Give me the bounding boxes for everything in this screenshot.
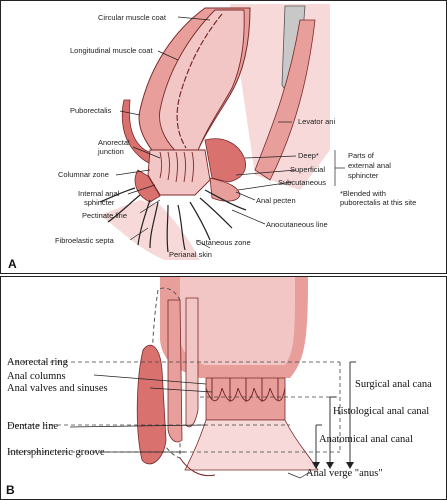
label-longitudinal-muscle-coat: Longitudinal muscle coat bbox=[70, 46, 153, 55]
label-internal-anal-1: Internal anal bbox=[78, 189, 120, 198]
rectum-wall-inner bbox=[159, 9, 245, 159]
label-anorectal-2: junction bbox=[97, 147, 124, 156]
panel-a-letter: A bbox=[8, 257, 17, 271]
panel-a: Circular muscle coat Longitudinal muscle… bbox=[0, 0, 447, 274]
label-pectinate-line: Pectinate line bbox=[82, 211, 127, 220]
label-deep: Deep* bbox=[298, 151, 319, 160]
panel-b-letter: B bbox=[6, 483, 15, 497]
anal-columns-b bbox=[205, 378, 286, 402]
levator-ani-shape bbox=[254, 19, 316, 181]
label-internal-anal-2: sphincter bbox=[84, 198, 115, 207]
label-histological-anal-canal: Histological anal canal bbox=[333, 406, 429, 417]
label-anal-valves: Anal valves and sinuses bbox=[7, 383, 108, 394]
external-sphincter-b bbox=[136, 344, 167, 465]
label-anal-verge: Anal verge "anus" bbox=[306, 468, 383, 479]
external-sphincter-deep bbox=[204, 138, 247, 183]
label-anocutaneous-line: Anocutaneous line bbox=[266, 220, 328, 229]
label-levator-ani: Levator ani bbox=[298, 117, 335, 126]
label-anal-pecten: Anal pecten bbox=[256, 196, 296, 205]
label-circular-muscle-coat: Circular muscle coat bbox=[98, 13, 167, 22]
label-note-1: *Blended with bbox=[340, 189, 386, 198]
external-sphincter-superficial bbox=[209, 177, 241, 202]
external-sphincter-left bbox=[134, 169, 161, 203]
anal-columns-a bbox=[159, 151, 194, 183]
label-puborectalis: Puborectalis bbox=[70, 106, 112, 115]
label-subcutaneous: Subcutaneous bbox=[278, 178, 326, 187]
label-surgical-anal-canal: Surgical anal cana bbox=[355, 379, 432, 390]
label-parts-2: external anal bbox=[348, 161, 391, 170]
label-perianal-skin: Perianal skin bbox=[169, 250, 212, 259]
panel-b-leaders bbox=[69, 374, 311, 479]
label-note-2: puborectalis at this site bbox=[340, 198, 416, 207]
longitudinal-layer-b bbox=[185, 297, 199, 428]
label-intersphincteric-groove: Intersphincteric groove bbox=[7, 447, 105, 458]
fibroelastic-septa-lines bbox=[99, 187, 247, 253]
canal-brackets-b bbox=[315, 361, 356, 468]
label-columnar-zone: Columnar zone bbox=[58, 170, 109, 179]
anal-canal bbox=[147, 149, 211, 196]
lower-anal-canal-b bbox=[184, 419, 319, 471]
rectum-lumen-b bbox=[180, 277, 295, 365]
panel-a-leaders bbox=[115, 16, 345, 249]
label-anorectal-1: Anorectal bbox=[98, 138, 130, 147]
label-anatomical-anal-canal: Anatomical anal canal bbox=[319, 434, 413, 445]
label-dentate-line: Dentate line bbox=[7, 421, 58, 432]
label-cutaneous-zone: Cutaneous zone bbox=[196, 238, 251, 247]
label-parts-1: Parts of bbox=[348, 151, 375, 160]
label-superficial: Superficial bbox=[290, 165, 325, 174]
label-fibroelastic-septa: Fibroelastic septa bbox=[55, 236, 115, 245]
internal-sphincter-b bbox=[167, 299, 183, 443]
bracket-arrows-b bbox=[312, 462, 354, 469]
perianal-skin-area bbox=[100, 200, 200, 260]
anal-margin-curve-b bbox=[179, 457, 216, 477]
reference-lines-b bbox=[8, 361, 341, 453]
label-parts-3: sphincter bbox=[348, 171, 379, 180]
rectal-folds bbox=[176, 13, 223, 149]
panel-b: Anorectal ring Anal columns Anal valves … bbox=[0, 276, 447, 500]
label-anal-columns: Anal columns bbox=[7, 371, 66, 382]
label-anorectal-ring: Anorectal ring bbox=[7, 357, 69, 368]
